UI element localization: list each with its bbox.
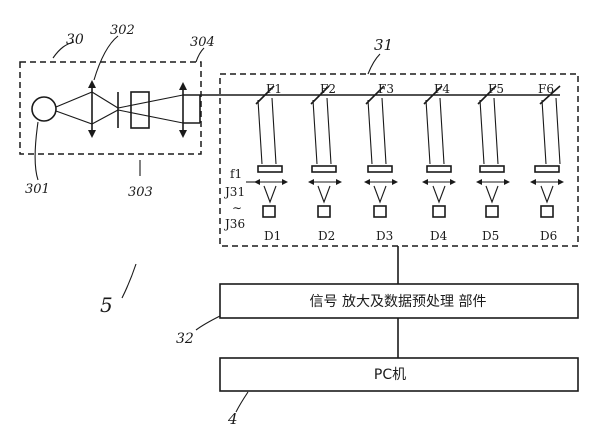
filter-label: F5 xyxy=(488,82,504,96)
detector-label: D2 xyxy=(318,229,335,243)
channel-beam xyxy=(479,97,499,165)
filter-mirror xyxy=(423,85,443,105)
filter-label: F3 xyxy=(378,82,394,96)
leader-32 xyxy=(195,315,221,331)
channel-beam xyxy=(257,97,277,165)
callout-31: 31 xyxy=(374,36,393,54)
channel-lens-holder xyxy=(311,165,337,173)
leader-30 xyxy=(52,41,75,59)
channel-1: F1 D1 xyxy=(254,82,288,243)
signal-unit-label: 信号 放大及数据预处理 部件 xyxy=(310,294,487,310)
callout-304: 304 xyxy=(190,35,215,50)
pc-label: PC机 xyxy=(374,367,406,383)
channel-focus xyxy=(317,185,331,204)
callout-30: 30 xyxy=(66,32,84,48)
lamp xyxy=(31,96,57,122)
detector-box xyxy=(317,205,331,218)
channel-2: F2 D2 xyxy=(308,82,342,243)
channel-focus xyxy=(485,185,499,204)
channel-lens-holder xyxy=(426,165,452,173)
lens-2 xyxy=(179,82,187,138)
leader-302 xyxy=(93,35,119,81)
leader-31 xyxy=(367,53,381,75)
detector-label: D1 xyxy=(264,229,281,243)
lens-range-end: J36 xyxy=(223,217,245,231)
filter-mirror xyxy=(310,85,330,105)
lens-range-sep: ∼ xyxy=(232,201,242,215)
source-module-box xyxy=(19,61,202,155)
leader-5 xyxy=(121,263,137,299)
channel-beam xyxy=(425,97,445,165)
detection-module-box xyxy=(219,73,579,247)
channel-5: F5 D5 xyxy=(476,82,510,243)
channel-lens-holder xyxy=(479,165,505,173)
focal-label: f1 xyxy=(230,167,242,181)
signal-unit-box xyxy=(219,283,579,319)
detector-label: D6 xyxy=(540,229,557,243)
callout-303: 303 xyxy=(128,185,153,200)
channel-focus xyxy=(373,185,387,204)
filter-mirror xyxy=(539,85,561,105)
channel-beam xyxy=(541,97,561,165)
lens-range-start: J31 xyxy=(223,185,245,199)
channel-lens-holder xyxy=(367,165,393,173)
leader-301 xyxy=(34,121,39,181)
source-beam xyxy=(55,91,184,125)
channel-lens-holder xyxy=(534,165,560,173)
channel-lens-holder xyxy=(257,165,283,173)
callout-302: 302 xyxy=(110,23,135,38)
channel-focus xyxy=(540,185,554,204)
channel-beam xyxy=(312,97,332,165)
channel-3: F3 D3 xyxy=(364,82,398,243)
modulator xyxy=(130,91,150,129)
leader-304 xyxy=(195,47,205,63)
detector-box xyxy=(432,205,446,218)
detector-box xyxy=(262,205,276,218)
filter-mirror xyxy=(477,85,497,105)
channel-focus xyxy=(432,185,446,204)
filter-label: F1 xyxy=(266,82,282,96)
callout-301: 301 xyxy=(25,182,50,197)
detector-box xyxy=(485,205,499,218)
filter-mirror xyxy=(365,85,385,105)
filter-mirror xyxy=(255,85,275,105)
detector-box xyxy=(540,205,554,218)
lens-1 xyxy=(88,80,96,138)
channel-4: F4 D4 xyxy=(422,82,456,243)
channel-6: F6 D6 xyxy=(530,82,564,243)
callout-5: 5 xyxy=(100,293,113,317)
detector-label: D4 xyxy=(430,229,448,243)
filter-label: F2 xyxy=(320,82,336,96)
detector-label: D5 xyxy=(482,229,499,243)
channel-beam xyxy=(367,97,387,165)
detector-label: D3 xyxy=(376,229,393,243)
callout-4: 4 xyxy=(227,410,238,428)
channel-focus xyxy=(263,185,277,204)
filter-label: F6 xyxy=(538,82,554,96)
detector-box xyxy=(373,205,387,218)
pc-box xyxy=(219,357,579,392)
filter-label: F4 xyxy=(434,82,450,96)
leader-4 xyxy=(235,391,249,413)
callout-32: 32 xyxy=(176,331,194,347)
